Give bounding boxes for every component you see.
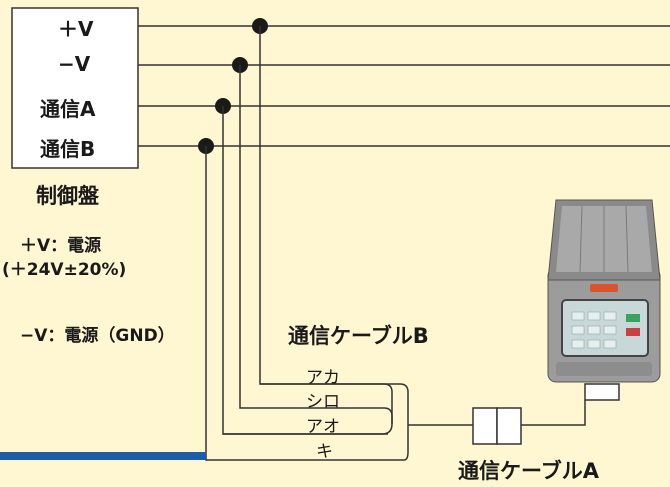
control-terminal-device-icon [547,199,661,383]
terminal-label-plus-v: ＋V [58,17,94,41]
connector [408,383,620,445]
terminal-label-comm-b: 通信B [40,137,96,161]
connector-right [496,407,522,445]
legend-plus-v: ＋V：電源 [20,236,102,256]
cable-a-title: 通信ケーブルA [458,459,599,483]
cable-b-inner-sheath [223,383,393,435]
bus-lines [138,25,670,147]
junction-dots [198,18,268,154]
terminal-label-minus-v: −V [58,52,91,76]
cable-b-title: 通信ケーブルB [288,324,429,348]
wire-label-ki: キ [316,442,333,462]
drop-wires [205,26,409,461]
control-panel-box [11,7,139,169]
wire-label-aka: アカ [306,368,340,388]
wire-label-shiro: シロ [306,392,340,412]
wire-label-ao: アオ [306,417,340,437]
legend-minus-v: −V：電源（GND） [20,326,175,346]
wire-ki [205,146,409,461]
connector-left [472,407,498,445]
accent-bar [0,452,206,460]
legend-plus-v-range: (＋24V±20%) [2,260,127,280]
cable-a-line [521,400,586,426]
wire-aka [259,26,409,432]
terminal-label-comm-a: 通信A [40,97,96,121]
control-panel-label: 制御盤 [36,184,99,208]
device-plug [584,383,620,401]
